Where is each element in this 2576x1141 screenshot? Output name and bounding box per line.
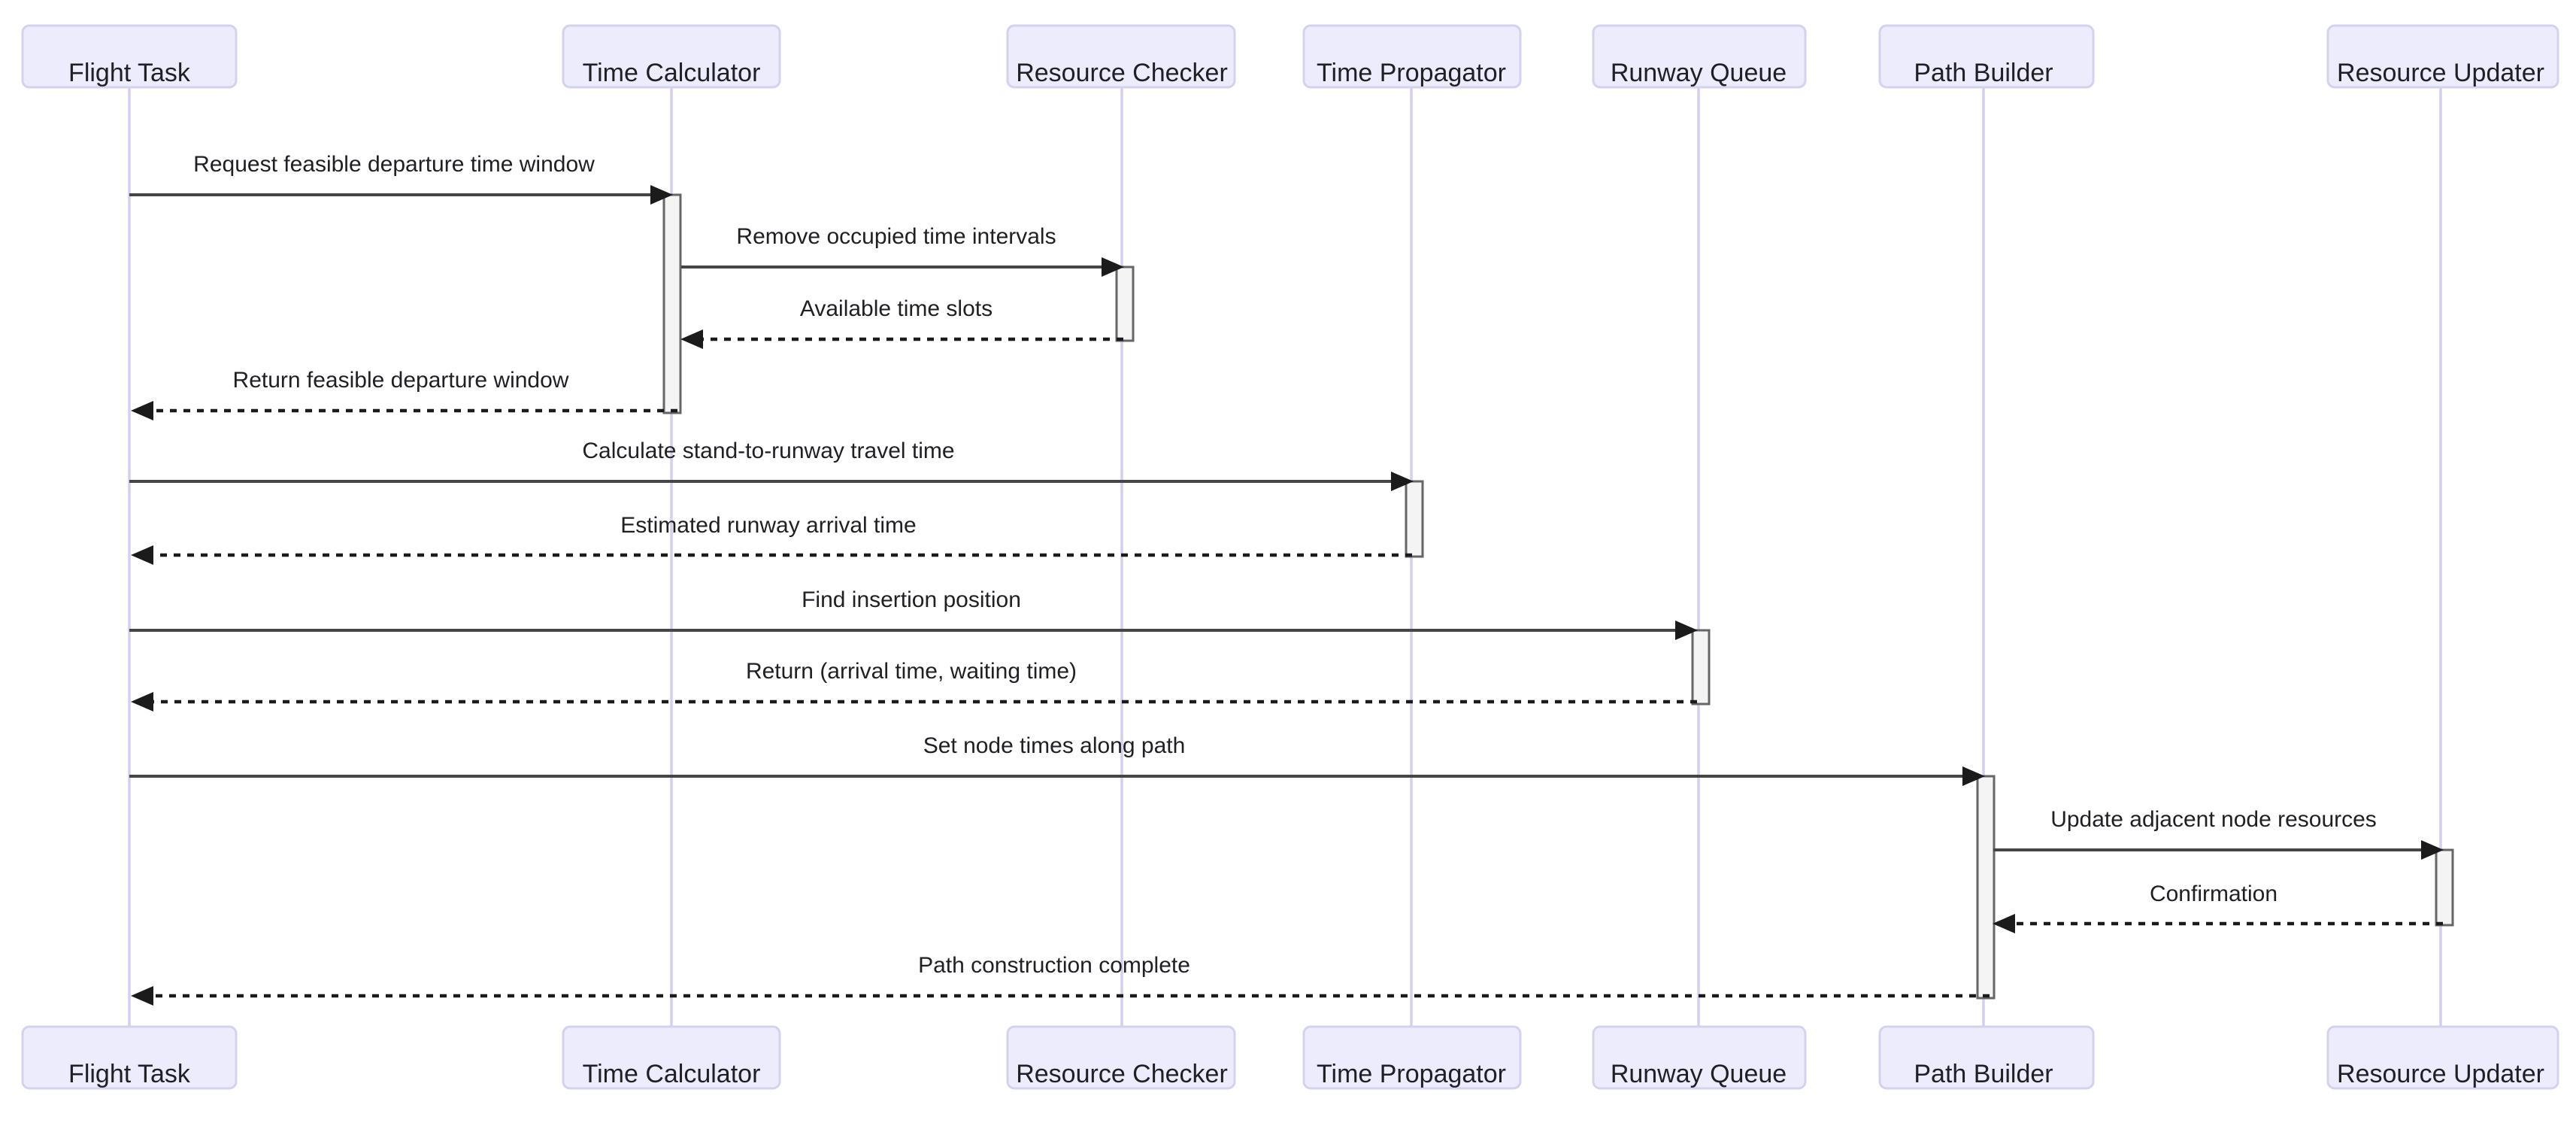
message-m5[interactable]: Calculate stand-to-runway travel time	[129, 438, 1414, 491]
message-label: Return feasible departure window	[233, 368, 569, 393]
actor-box	[21, 24, 238, 89]
message-label: Confirmation	[2150, 882, 2277, 906]
actor-label: Time Calculator	[583, 1060, 761, 1088]
actor-box	[1302, 24, 1522, 89]
message-arrowhead	[1391, 472, 1414, 491]
actor-box	[1878, 1025, 2095, 1090]
message-m2[interactable]: Remove occupied time intervals	[681, 224, 1124, 277]
actor-header-runway-queue[interactable]: Runway Queue	[1592, 24, 1807, 89]
actor-header-flight-task[interactable]: Flight Task	[21, 24, 238, 89]
actor-box	[2326, 1025, 2559, 1090]
actor-header-resource-checker[interactable]: Resource Checker	[1006, 24, 1236, 89]
activation-bar-resource-updater	[2435, 848, 2454, 927]
message-label: Estimated runway arrival time	[620, 513, 916, 538]
actor-label: Time Propagator	[1317, 59, 1506, 87]
actor-label: Time Calculator	[583, 59, 761, 87]
message-label: Path construction complete	[918, 953, 1190, 978]
message-arrowhead	[2421, 840, 2444, 860]
actor-box	[1878, 24, 2095, 89]
actor-label: Resource Checker	[1016, 1060, 1228, 1088]
activation-bar-time-propagator	[1405, 480, 1424, 558]
message-arrowhead	[680, 329, 703, 349]
message-arrowhead	[131, 692, 153, 712]
actor-box	[21, 1025, 238, 1090]
actor-header-resource-updater[interactable]: Resource Updater	[2326, 24, 2559, 89]
actor-label: Resource Checker	[1016, 59, 1228, 87]
actor-box	[1006, 1025, 1236, 1090]
actor-footer-resource-updater[interactable]: Resource Updater	[2326, 1025, 2559, 1090]
message-label: Find insertion position	[802, 587, 1021, 612]
actor-box	[1006, 24, 1236, 89]
message-arrowhead	[1962, 766, 1985, 786]
message-label: Calculate stand-to-runway travel time	[582, 438, 954, 463]
message-label: Set node times along path	[923, 733, 1186, 758]
message-m12[interactable]: Path construction complete	[131, 953, 1990, 1006]
actor-footer-runway-queue[interactable]: Runway Queue	[1592, 1025, 1807, 1090]
activation-bar-resource-checker	[1115, 266, 1135, 342]
actor-footer-time-propagator[interactable]: Time Propagator	[1302, 1025, 1522, 1090]
actor-label: Runway Queue	[1611, 1060, 1787, 1088]
message-m9[interactable]: Set node times along path	[129, 733, 1985, 786]
actor-label: Path Builder	[1914, 59, 2053, 87]
message-m4[interactable]: Return feasible departure window	[131, 368, 677, 420]
actor-footer-flight-task[interactable]: Flight Task	[21, 1025, 238, 1090]
message-label: Return (arrival time, waiting time)	[746, 659, 1077, 684]
actor-box	[562, 1025, 781, 1090]
message-label: Available time slots	[800, 296, 993, 321]
actor-box	[1302, 1025, 1522, 1090]
message-m10[interactable]: Update adjacent node resources	[1993, 807, 2444, 860]
message-label: Remove occupied time intervals	[736, 224, 1056, 249]
activation-bar-path-builder	[1976, 775, 1996, 1000]
message-arrowhead	[1675, 621, 1698, 640]
actor-footer-path-builder[interactable]: Path Builder	[1878, 1025, 2095, 1090]
actor-header-time-propagator[interactable]: Time Propagator	[1302, 24, 1522, 89]
actor-box	[1592, 24, 1807, 89]
actor-box	[2326, 24, 2559, 89]
message-label: Request feasible departure time window	[193, 152, 595, 177]
actor-footer-resource-checker[interactable]: Resource Checker	[1006, 1025, 1236, 1090]
message-arrowhead	[131, 545, 153, 565]
actor-label: Flight Task	[68, 59, 191, 87]
message-m6[interactable]: Estimated runway arrival time	[131, 513, 1412, 565]
actor-box	[562, 24, 781, 89]
messages-group: Request feasible departure time windowRe…	[129, 152, 2444, 1006]
actor-footer-time-calculator[interactable]: Time Calculator	[562, 1025, 781, 1090]
actor-label: Resource Updater	[2337, 59, 2544, 87]
message-m1[interactable]: Request feasible departure time window	[129, 152, 673, 205]
footer-actors-group: Flight Task Time Calculator Resource Check…	[21, 1025, 2559, 1090]
message-m8[interactable]: Return (arrival time, waiting time)	[131, 659, 1697, 712]
actor-label: Flight Task	[68, 1060, 191, 1088]
message-m7[interactable]: Find insertion position	[129, 587, 1698, 640]
header-actors-group: Flight Task Time Calculator Resource Check…	[21, 24, 2559, 89]
actor-label: Time Propagator	[1317, 1060, 1506, 1088]
message-m3[interactable]: Available time slots	[680, 296, 1123, 349]
message-arrowhead	[1102, 257, 1124, 277]
message-arrowhead	[131, 986, 153, 1006]
actor-header-path-builder[interactable]: Path Builder	[1878, 24, 2095, 89]
message-arrowhead	[131, 401, 153, 420]
message-arrowhead	[650, 185, 673, 205]
actor-box	[1592, 1025, 1807, 1090]
lifelines-group	[128, 87, 2442, 1027]
actor-label: Resource Updater	[2337, 1060, 2544, 1088]
message-m11[interactable]: Confirmation	[1993, 882, 2443, 933]
message-label: Update adjacent node resources	[2050, 807, 2377, 832]
actor-header-time-calculator[interactable]: Time Calculator	[562, 24, 781, 89]
activation-bar-runway-queue	[1691, 629, 1711, 706]
actor-label: Runway Queue	[1611, 59, 1787, 87]
message-arrowhead	[1993, 914, 2015, 933]
activation-bar-time-calculator	[662, 193, 682, 414]
actor-label: Path Builder	[1914, 1060, 2053, 1088]
